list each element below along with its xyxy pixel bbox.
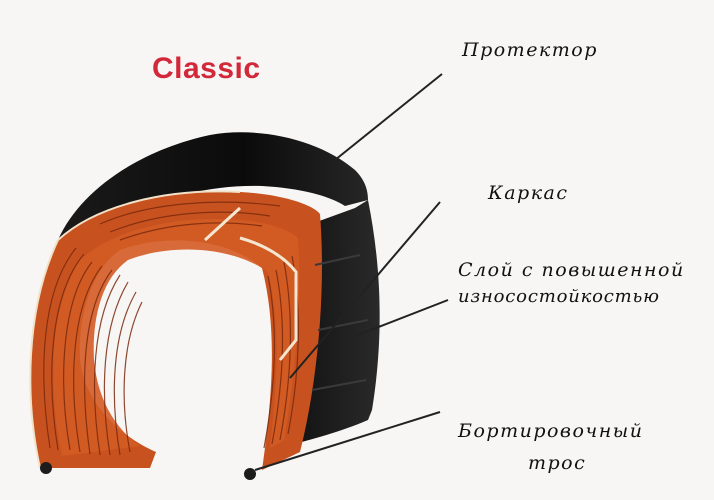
label-tread: Протектор (462, 38, 598, 62)
label-bead-line1: Бортировочный (458, 419, 643, 443)
diagram-title: Classic (152, 52, 261, 86)
label-bead-line2: трос (528, 451, 586, 475)
label-wear-layer-line1: Слой с повышенной (458, 258, 685, 282)
bead-wire-right (244, 468, 256, 480)
label-carcass: Каркас (488, 181, 569, 205)
label-wear-layer-line2: износостойкостью (458, 285, 660, 309)
carcass-inner-ply (53, 219, 299, 456)
leader-tread (335, 74, 442, 160)
bead-wire-left (40, 462, 52, 474)
